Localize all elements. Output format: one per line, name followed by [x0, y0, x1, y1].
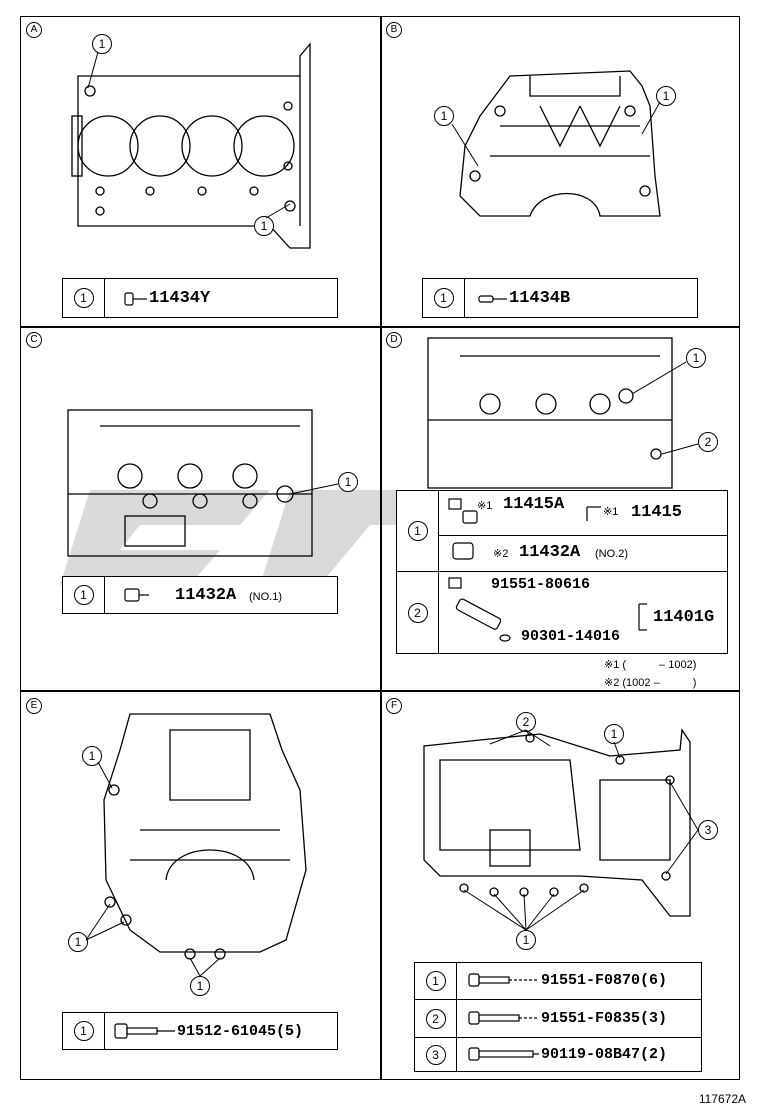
parts-table-f: 1 91551-F0870(6) 2 91551-F0835(3) 3 9011…	[414, 962, 702, 1072]
row-number: 1	[73, 288, 94, 308]
part-number[interactable]: 90119-08B47(2)	[541, 1046, 668, 1063]
part-number-1[interactable]: 91551-80616	[491, 576, 591, 593]
callout-1-left: 1	[434, 106, 454, 126]
callout-1-bottom: 1	[190, 976, 210, 996]
leader-lines	[289, 483, 339, 495]
panel-label-e: E	[26, 698, 42, 714]
panel-f: F 2 1 3 1 1 91551-F0870(6) 2 91551	[380, 690, 740, 1080]
part-note-3: (NO.2)	[595, 548, 628, 560]
row-number: 1	[407, 521, 428, 541]
sensor-icon	[448, 498, 601, 560]
panel-b: B 1 1 1 11434B	[380, 16, 740, 326]
part-number-1[interactable]: 11415A	[503, 495, 565, 514]
row-number: 1	[73, 585, 94, 605]
row-number: 1	[73, 1021, 94, 1041]
callout-1-top: 1	[92, 34, 112, 54]
part-number[interactable]: 11434B	[509, 289, 571, 308]
callout-2: 2	[698, 432, 718, 452]
engine-block-end-view-drawing	[459, 70, 661, 217]
callout-1-left: 1	[68, 932, 88, 952]
bolt-icon	[468, 1011, 537, 1025]
vertical-divider	[380, 16, 382, 1080]
parts-table-d: 1 ※1 11415A ※1 11415 ※2 11432A (NO.2) 2 …	[396, 490, 728, 654]
row-number: 2	[425, 1009, 446, 1029]
leader-lines	[463, 729, 699, 931]
mark-2: ※1	[603, 506, 619, 518]
part-note: (NO.1)	[249, 591, 282, 603]
mark-3: ※2	[493, 548, 509, 560]
pin-icon	[478, 295, 507, 303]
leader-lines	[85, 761, 221, 977]
row-separator	[439, 535, 727, 536]
callout-1-bottom: 1	[254, 216, 274, 236]
panel-label-f: F	[386, 698, 402, 714]
row-number: 3	[425, 1045, 446, 1065]
horizontal-divider-2	[20, 690, 740, 692]
parts-table-e: 1 91512-61045(5)	[62, 1012, 338, 1050]
panel-label-a: A	[26, 22, 42, 38]
panel-label-c: C	[26, 332, 42, 348]
bolt-icon	[114, 1023, 175, 1039]
table-row-1: 1 91551-F0870(6)	[415, 963, 701, 999]
leader-lines	[451, 101, 661, 167]
horizontal-divider-1	[20, 326, 740, 328]
leader-lines	[631, 361, 699, 455]
footnote-1: ※1 ( – 1002)	[604, 659, 697, 671]
callout-1-right: 1	[656, 86, 676, 106]
panel-e: E 1 1 1 1 91512-61045(5)	[20, 690, 380, 1080]
table-row-1: 1 ※1 11415A ※1 11415 ※2 11432A (NO.2)	[397, 491, 727, 571]
part-number-3[interactable]: 11432A	[519, 543, 581, 562]
panel-label-b: B	[386, 22, 402, 38]
callout-1-bottom: 1	[516, 930, 536, 950]
engine-block-side-view-drawing	[67, 409, 313, 557]
row-number: 1	[433, 288, 454, 308]
footnote-2: ※2 (1002 – )	[604, 677, 697, 689]
part-number[interactable]: 11434Y	[149, 289, 211, 308]
callout-3: 3	[698, 820, 718, 840]
figure-number: 117672A	[698, 1092, 746, 1106]
panel-c: C 1 1 11432A (NO.1)	[20, 326, 380, 690]
assembly-number[interactable]: 11401G	[653, 608, 715, 627]
table-row-2: 2 91551-F0835(3)	[415, 999, 701, 1038]
panel-d: D 1 2 1 ※1 11415A ※1 11415 ※2 11432A (NO…	[380, 326, 740, 690]
leader-lines	[87, 51, 291, 219]
engine-block-side-view-drawing	[427, 337, 673, 489]
part-number[interactable]: 91551-F0835(3)	[541, 1010, 668, 1027]
table-row-2: 2 91551-80616 90301-14016 11401G	[397, 571, 727, 654]
panel-a: A 1 1 1 11434Y	[20, 16, 380, 326]
panel-label-d: D	[386, 332, 402, 348]
part-number[interactable]: 11432A	[175, 586, 237, 605]
parts-table-c: 1 11432A (NO.1)	[62, 576, 338, 614]
bolt-icon	[468, 973, 537, 987]
callout-1-top: 1	[604, 724, 624, 744]
row-number: 1	[425, 971, 446, 991]
callout-2: 2	[516, 712, 536, 732]
part-number-2[interactable]: 11415	[631, 503, 683, 522]
parts-table-b: 1 11434B	[422, 278, 698, 318]
oil-pan-top-view-drawing	[423, 728, 691, 917]
plug-icon	[124, 292, 147, 306]
valve-icon	[448, 577, 647, 642]
engine-block-top-view-drawing	[71, 42, 311, 249]
callout-1: 1	[686, 348, 706, 368]
plug-icon	[124, 588, 149, 602]
part-number[interactable]: 91551-F0870(6)	[541, 972, 668, 989]
row-number: 2	[407, 603, 428, 623]
parts-table-a: 1 11434Y	[62, 278, 338, 318]
part-number[interactable]: 91512-61045(5)	[177, 1023, 304, 1040]
table-row-3: 3 90119-08B47(2)	[415, 1037, 701, 1072]
callout-1-top: 1	[82, 746, 102, 766]
part-number-2[interactable]: 90301-14016	[521, 628, 621, 645]
engine-block-end-view-drawing	[103, 713, 307, 960]
callout-1: 1	[338, 472, 358, 492]
mark-1: ※1	[477, 500, 493, 512]
bolt-icon	[468, 1047, 539, 1061]
